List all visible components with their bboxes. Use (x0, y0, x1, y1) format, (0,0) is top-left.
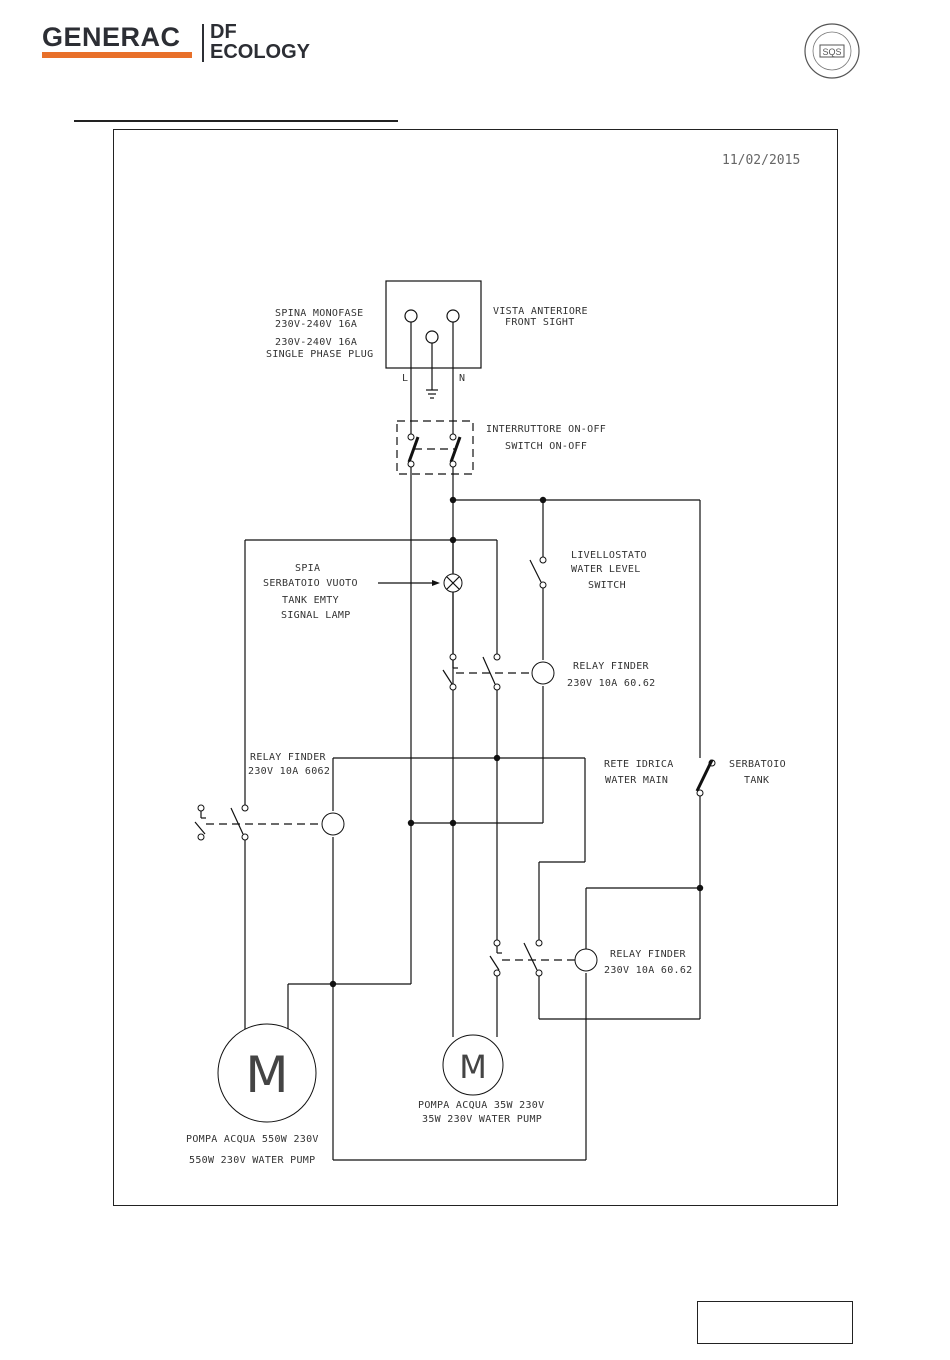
sub-brand-df: DF (210, 21, 237, 43)
generac-logo: GENERAC DF ECOLOGY (40, 20, 340, 70)
svg-text:SQS: SQS (822, 47, 841, 57)
pump-big-label-en: 550W 230V WATER PUMP (189, 1155, 315, 1166)
level-switch-label-2: WATER LEVEL (571, 564, 641, 575)
pump-small-label-it: POMPA ACQUA 35W 230V (418, 1100, 544, 1111)
diagram-date: 11/02/2015 (722, 153, 800, 168)
brand-accent-bar (42, 52, 192, 58)
relay-bottom-spec: 230V 10A 60.62 (604, 965, 693, 976)
water-level-switch (529, 556, 547, 589)
plug-label-en-2: SINGLE PHASE PLUG (266, 349, 373, 360)
svg-text:M: M (459, 1048, 487, 1086)
level-switch-label-3: SWITCH (588, 580, 626, 591)
plug-label-it-1: SPINA MONOFASE (275, 308, 364, 319)
relay-left-name: RELAY FINDER (250, 752, 327, 763)
relay-top-spec: 230V 10A 60.62 (567, 678, 656, 689)
on-off-switch (396, 368, 474, 475)
svg-text:M: M (245, 1046, 288, 1104)
plug-label-en-1: 230V-240V 16A (275, 337, 357, 348)
brand-name: GENERAC (42, 22, 181, 52)
switch-label-it: INTERRUTTORE ON-OFF (486, 424, 606, 435)
water-main-label-2: WATER MAIN (605, 775, 668, 786)
relay-left (194, 804, 345, 841)
lamp-label-2: SERBATOIO VUOTO (263, 578, 358, 589)
plug-label-it-2: 230V-240V 16A (275, 319, 357, 330)
relay-top-name: RELAY FINDER (573, 661, 650, 672)
certification-seal-icon: SQS (804, 23, 860, 79)
tank-float-switch (695, 759, 716, 797)
relay-left-spec: 230V 10A 6062 (248, 766, 330, 777)
relay-bottom (489, 939, 598, 977)
header-rule (74, 120, 398, 122)
lamp-label-4: SIGNAL LAMP (281, 610, 351, 621)
tank-label-2: TANK (744, 775, 769, 786)
pump-big-motor-icon: M (217, 1023, 317, 1123)
relay-bottom-name: RELAY FINDER (610, 949, 687, 960)
tank-label-1: SERBATOIO (729, 759, 786, 770)
pin-n-label: N (459, 373, 465, 384)
water-main-label-1: RETE IDRICA (604, 759, 674, 770)
lamp-label-3: TANK EMTY (282, 595, 339, 606)
switch-label-en: SWITCH ON-OFF (505, 441, 587, 452)
level-switch-label-1: LIVELLOSTATO (571, 550, 647, 561)
pin-l-label: L (402, 373, 408, 384)
diagram-frame (113, 129, 838, 1206)
pump-small-label-en: 35W 230V WATER PUMP (422, 1114, 542, 1125)
page-number-box (697, 1301, 853, 1344)
pump-big-label-it: POMPA ACQUA 550W 230V (186, 1134, 319, 1145)
single-phase-plug (385, 280, 482, 399)
view-label-en: FRONT SIGHT (505, 317, 575, 328)
pump-small-motor-icon: M (442, 1034, 504, 1096)
lamp-label-1: SPIA (295, 563, 320, 574)
signal-lamp-icon (378, 540, 463, 654)
relay-top (442, 653, 555, 691)
sub-brand-ecology: ECOLOGY (210, 41, 311, 63)
junction-nodes (329, 496, 704, 988)
brand-divider (202, 24, 204, 62)
view-label-it: VISTA ANTERIORE (493, 306, 588, 317)
